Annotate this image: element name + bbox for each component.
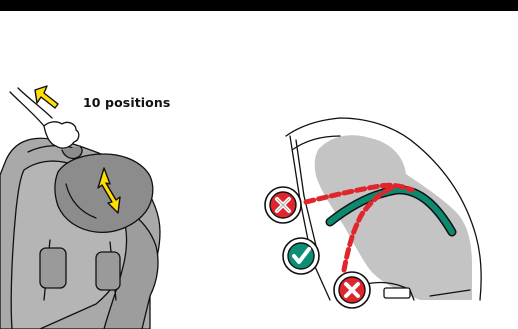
- positions-label: 10 positions: [83, 95, 170, 110]
- check-icon: [283, 238, 319, 274]
- cross-icon: [334, 272, 370, 308]
- buckle-pad-left: [40, 248, 66, 288]
- diagonal-arrow-icon: [35, 86, 58, 108]
- buckle-detail: [384, 288, 410, 298]
- buckle-pad-right: [96, 252, 120, 290]
- car-seat-illustration: [0, 138, 160, 329]
- cross-icon: [265, 187, 301, 223]
- belt-position-illustration: [286, 118, 481, 300]
